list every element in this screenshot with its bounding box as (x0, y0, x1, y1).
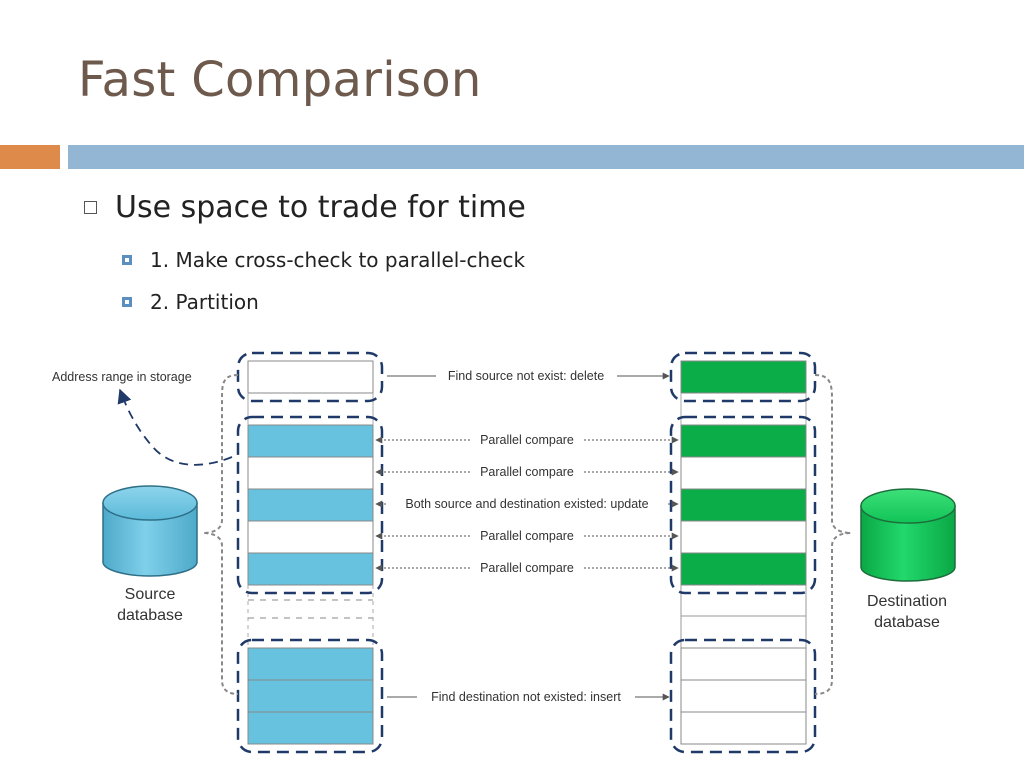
address-pointer (117, 388, 233, 466)
bullet-main-text: Use space to trade for time (115, 190, 526, 225)
source-cell-filled (247, 424, 374, 458)
destination-cell-empty (680, 520, 807, 554)
accent-bar-orange (0, 145, 60, 169)
source-db-label-1: Source (125, 586, 176, 603)
source-cell-empty (247, 360, 374, 394)
bullet-sub-1-text: 1. Make cross-check to parallel-check (150, 248, 526, 272)
source-column (247, 360, 374, 745)
arrow-labels: Find source not exist: delete Parallel c… (386, 368, 668, 704)
source-cell-filled (247, 647, 374, 681)
destination-cell-filled (680, 360, 807, 394)
slide-title: Fast Comparison (78, 52, 482, 108)
source-cell-filled (247, 711, 374, 745)
source-cell-filled (247, 488, 374, 522)
bullet-sub-1: 1. Make cross-check to parallel-check (122, 248, 525, 272)
destination-cell-empty (680, 679, 807, 713)
destination-database-icon (860, 488, 956, 582)
arrow-label-compare: Parallel compare (480, 529, 574, 543)
source-db-label-2: database (117, 607, 183, 624)
destination-cell-filled (680, 488, 807, 522)
destination-cell-empty (680, 647, 807, 681)
destination-cell-empty (680, 456, 807, 490)
source-database-icon (102, 485, 198, 577)
square-bullet-icon (122, 297, 132, 307)
arrow-label-insert: Find destination not existed: insert (431, 690, 621, 704)
source-cell-empty (247, 456, 374, 490)
arrow-label-compare: Parallel compare (480, 465, 574, 479)
destination-brace (814, 374, 852, 695)
source-cell-filled (247, 679, 374, 713)
bullet-main: Use space to trade for time (84, 190, 526, 225)
bullet-sub-2: 2. Partition (122, 290, 259, 314)
arrow-label-update: Both source and destination existed: upd… (405, 497, 648, 511)
destination-cell-filled (680, 552, 807, 586)
destination-db-label-1: Destination (867, 593, 947, 610)
destination-column (680, 360, 807, 745)
square-bullet-icon (122, 255, 132, 265)
destination-db-label-2: database (874, 614, 940, 631)
arrow-label-delete: Find source not exist: delete (448, 369, 604, 383)
square-bullet-icon (84, 201, 97, 214)
arrow-label-compare: Parallel compare (480, 433, 574, 447)
arrow-label-compare: Parallel compare (480, 561, 574, 575)
destination-cell-filled (680, 424, 807, 458)
destination-cell-empty (680, 711, 807, 745)
address-range-label: Address range in storage (52, 370, 192, 384)
bullet-sub-2-text: 2. Partition (150, 290, 259, 314)
source-brace (202, 374, 239, 695)
source-cell-empty (247, 520, 374, 554)
source-cell-filled (247, 552, 374, 586)
accent-bar-blue (68, 145, 1024, 169)
